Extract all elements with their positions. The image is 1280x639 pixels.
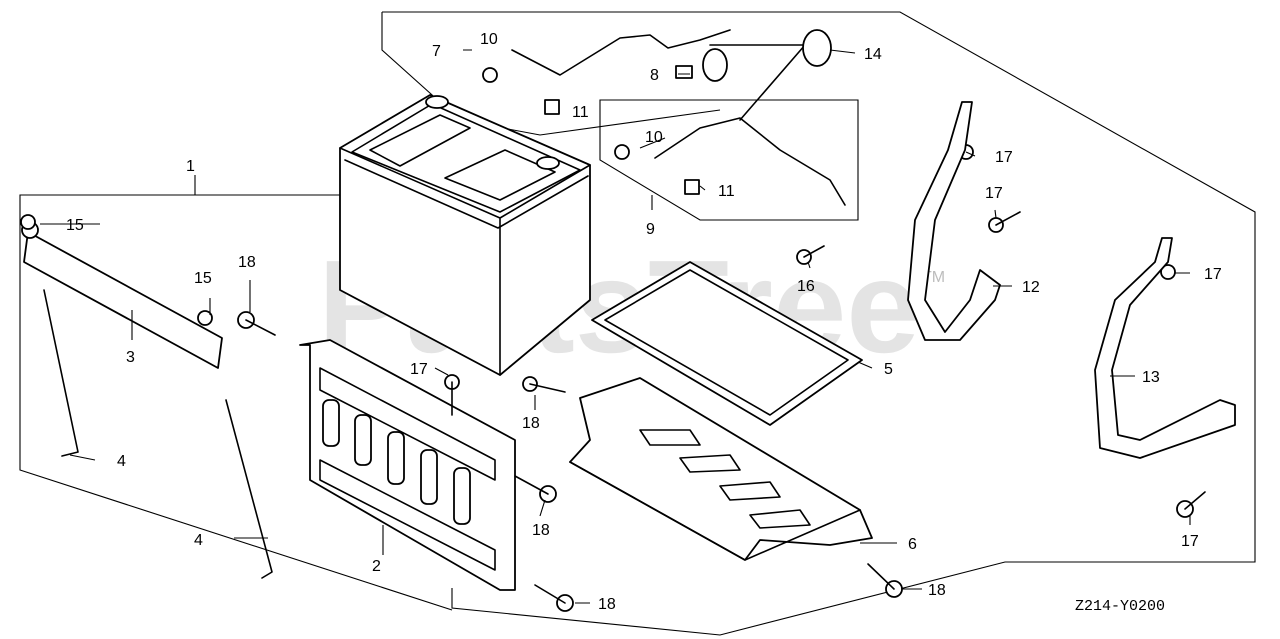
callout-11-top: 11 (572, 104, 589, 121)
callout-15-right: 15 (194, 270, 212, 287)
callout-3: 3 (126, 349, 135, 366)
callout-13: 13 (1142, 369, 1160, 386)
callout-4-left: 4 (117, 453, 126, 470)
callout-11-mid: 11 (718, 183, 735, 200)
callout-17-a: 17 (995, 149, 1013, 166)
hold-rod-left (43, 289, 79, 457)
callout-4-right: 4 (194, 532, 203, 549)
positive-cable (511, 29, 731, 76)
callout-7: 7 (432, 43, 441, 60)
battery-tray (569, 377, 873, 561)
battery-cover (299, 339, 516, 591)
callout-14: 14 (864, 46, 882, 63)
hold-rod-right (225, 399, 273, 579)
callout-leader-14 (709, 44, 806, 121)
callout-leaders (40, 49, 1191, 604)
callout-10-top: 10 (480, 31, 498, 48)
battery-stay-b (1094, 237, 1236, 459)
callout-2: 2 (372, 558, 381, 575)
callout-16: 16 (797, 278, 815, 295)
battery-stay-a (907, 101, 1001, 341)
callout-17-e: 17 (1181, 533, 1199, 550)
callout-12: 12 (1022, 279, 1040, 296)
tray-pad (591, 261, 863, 426)
callout-17-b: 17 (985, 185, 1003, 202)
battery (339, 94, 591, 376)
callout-18-e: 18 (928, 582, 946, 599)
callout-8: 8 (650, 67, 659, 84)
callout-6: 6 (908, 536, 917, 553)
callout-18-c: 18 (532, 522, 550, 539)
callout-17-d: 17 (410, 361, 428, 378)
callout-15-left: 15 (66, 217, 84, 234)
callout-18-b: 18 (522, 415, 540, 432)
callouts: 1 2 3 4 4 5 6 7 8 9 10 10 11 11 12 13 14… (66, 31, 1222, 613)
callout-9: 9 (646, 221, 655, 238)
fasteners (20, 29, 1206, 612)
cable-group-boundary (599, 99, 859, 221)
negative-cable (654, 117, 846, 206)
callout-1: 1 (186, 158, 195, 175)
callout-18-a: 18 (238, 254, 256, 271)
callout-5: 5 (884, 361, 893, 378)
callout-10-mid: 10 (645, 129, 663, 146)
callout-18-d: 18 (598, 596, 616, 613)
hold-down-bar (21, 221, 223, 369)
diagram-code: Z214-Y0200 (1075, 598, 1165, 615)
callout-17-c: 17 (1204, 266, 1222, 283)
